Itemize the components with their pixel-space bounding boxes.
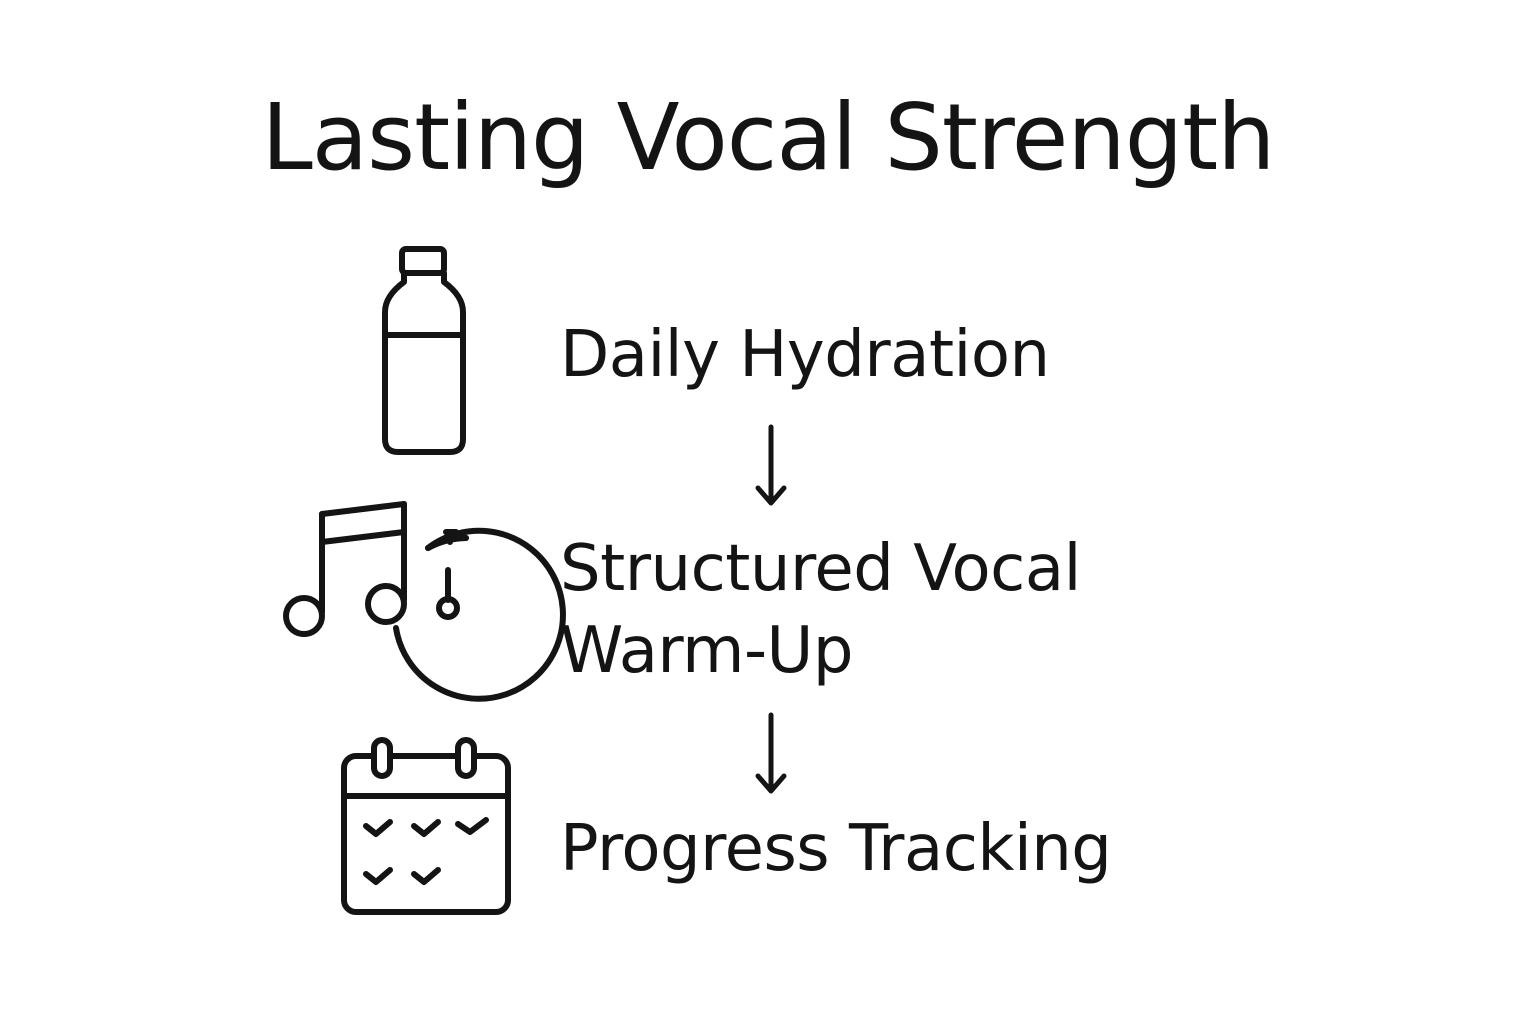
music-note-stopwatch-icon [280,498,566,702]
step-warm-up-label-line2: Warm-Up [560,614,854,688]
diagram-title: Lasting Vocal Strength [261,84,1276,191]
step-progress-tracking-label: Progress Tracking [560,812,1112,886]
down-arrow-icon [755,424,787,508]
step-daily-hydration-label: Daily Hydration [560,318,1050,392]
step-warm-up-label-line1: Structured Vocal [560,532,1081,606]
calendar-checklist-icon [338,734,514,918]
down-arrow-icon [755,712,787,796]
water-bottle-icon [380,244,470,459]
